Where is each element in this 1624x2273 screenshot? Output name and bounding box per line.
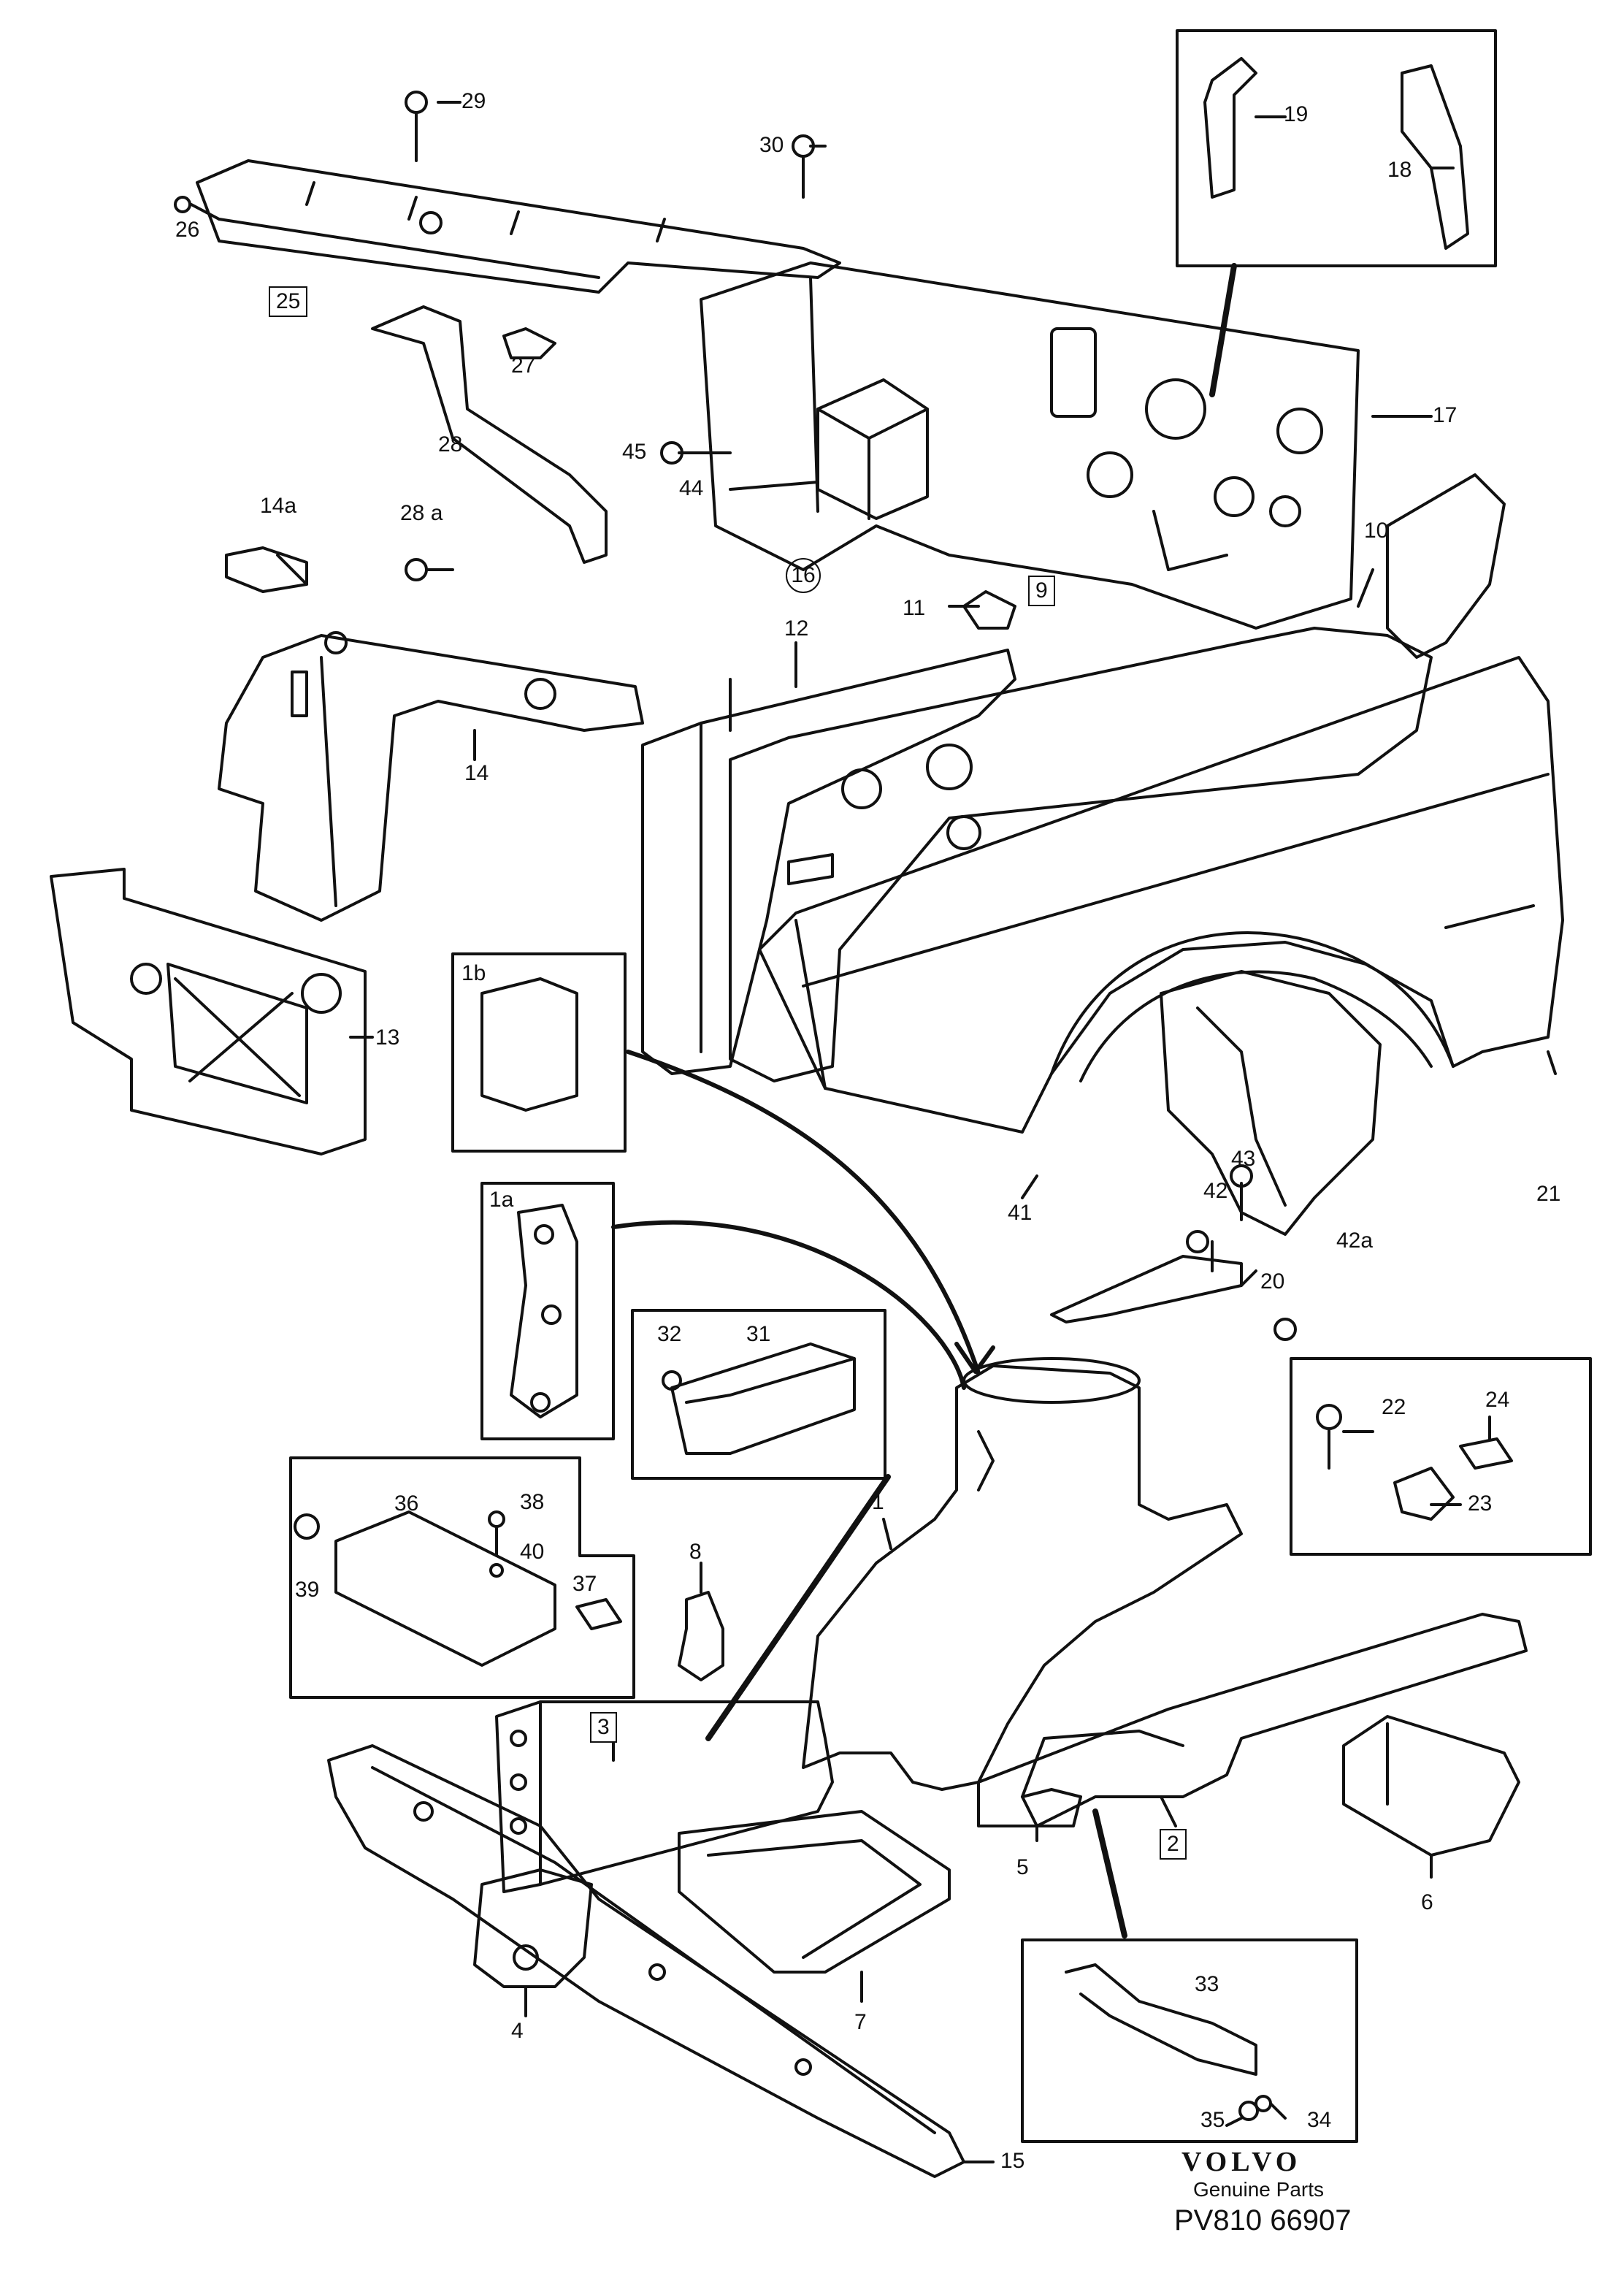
bracket-11-part — [962, 590, 1016, 630]
panel-13-part — [50, 868, 367, 1155]
callout-6: 6 — [1421, 1890, 1433, 1914]
callout-1: 1 — [872, 1490, 884, 1514]
callout-39: 39 — [295, 1578, 320, 1602]
callout-26: 26 — [175, 218, 200, 242]
plug-5-part — [1021, 1788, 1082, 1827]
bracket-19-part — [1203, 57, 1257, 199]
callout-17: 17 — [1433, 403, 1458, 427]
mount-6-part — [1342, 1715, 1520, 1857]
callout-5: 5 — [1016, 1855, 1029, 1879]
callout-15: 15 — [1000, 2149, 1025, 2173]
inset-box-31-32 — [631, 1309, 886, 1480]
callout-29: 29 — [461, 89, 486, 113]
inner-wing-9-part — [729, 627, 1433, 1082]
callout-2: 2 — [1160, 1829, 1187, 1860]
callout-3: 3 — [590, 1712, 617, 1743]
callout-19: 19 — [1284, 102, 1309, 126]
inset-box-36-40 — [289, 1456, 635, 1699]
callout-30: 30 — [759, 133, 784, 157]
callout-38: 38 — [520, 1490, 545, 1514]
callout-22: 22 — [1382, 1395, 1406, 1419]
callout-14a: 14a — [260, 494, 297, 518]
side-member-part — [977, 1613, 1528, 1827]
callout-44: 44 — [679, 476, 704, 500]
callout-1a: 1a — [489, 1188, 514, 1212]
radiator-support-part — [218, 631, 644, 922]
callout-18: 18 — [1387, 158, 1412, 182]
inset-box-1a — [480, 1182, 615, 1440]
callout-23: 23 — [1468, 1491, 1493, 1516]
callout-21: 21 — [1536, 1182, 1561, 1206]
callout-20: 20 — [1260, 1269, 1285, 1294]
callout-45: 45 — [622, 440, 647, 464]
callout-24: 24 — [1485, 1388, 1510, 1412]
callout-32: 32 — [657, 1322, 682, 1346]
bracket-4-part — [473, 1868, 593, 1988]
clip-27-part — [502, 327, 556, 359]
front-fender-part — [758, 656, 1564, 1134]
brand-logo: VOLVO — [1181, 2147, 1302, 2177]
callout-34: 34 — [1307, 2108, 1332, 2132]
brand-subtitle: Genuine Parts — [1193, 2178, 1324, 2201]
bracket-18-part — [1401, 64, 1469, 250]
callout-11: 11 — [903, 596, 926, 620]
crossmember-part — [327, 1744, 965, 2178]
callout-1b: 1b — [461, 961, 486, 985]
bracket-8-part — [678, 1591, 724, 1681]
splash-shield-part — [1160, 970, 1382, 1236]
callout-42a: 42a — [1336, 1229, 1374, 1253]
front-member-part — [495, 1700, 834, 1893]
callout-42: 42 — [1203, 1179, 1228, 1203]
callout-36: 36 — [394, 1491, 419, 1516]
firewall-part — [700, 261, 1360, 630]
callout-16: 16 — [786, 558, 821, 593]
inset-box-33-35 — [1021, 1938, 1358, 2143]
stay-28-part — [371, 305, 608, 564]
inset-box-18-19 — [1176, 29, 1497, 267]
callout-37: 37 — [572, 1572, 597, 1596]
callout-43: 43 — [1231, 1147, 1256, 1171]
callout-13: 13 — [375, 1025, 400, 1050]
clip-14a-part — [225, 546, 308, 593]
callout-4: 4 — [511, 2019, 524, 2043]
callout-41: 41 — [1008, 1201, 1033, 1225]
control-unit-part — [816, 378, 929, 520]
callout-25: 25 — [269, 286, 308, 317]
suspension-tower-part — [802, 1357, 1243, 1791]
inset-box-1b — [451, 952, 627, 1153]
callout-28a: 28 a — [400, 501, 443, 525]
callout-31: 31 — [746, 1322, 771, 1346]
callout-27: 27 — [511, 354, 536, 378]
strut-10-part — [1386, 473, 1506, 659]
callout-40: 40 — [520, 1540, 545, 1564]
callout-35: 35 — [1200, 2108, 1225, 2132]
inset-box-22-24 — [1290, 1357, 1592, 1556]
plate-7-part — [678, 1810, 951, 1974]
inner-wing-12-part — [641, 649, 1016, 1075]
callout-28: 28 — [438, 432, 463, 456]
callout-8: 8 — [689, 1540, 702, 1564]
callout-10: 10 — [1364, 519, 1389, 543]
diagram-code: PV810 66907 — [1174, 2204, 1352, 2236]
callout-9: 9 — [1028, 576, 1055, 606]
callout-7: 7 — [854, 2010, 867, 2034]
callout-12: 12 — [784, 616, 809, 641]
upper-panel-part — [196, 159, 841, 294]
callout-33: 33 — [1195, 1972, 1219, 1996]
callout-14: 14 — [464, 761, 489, 785]
